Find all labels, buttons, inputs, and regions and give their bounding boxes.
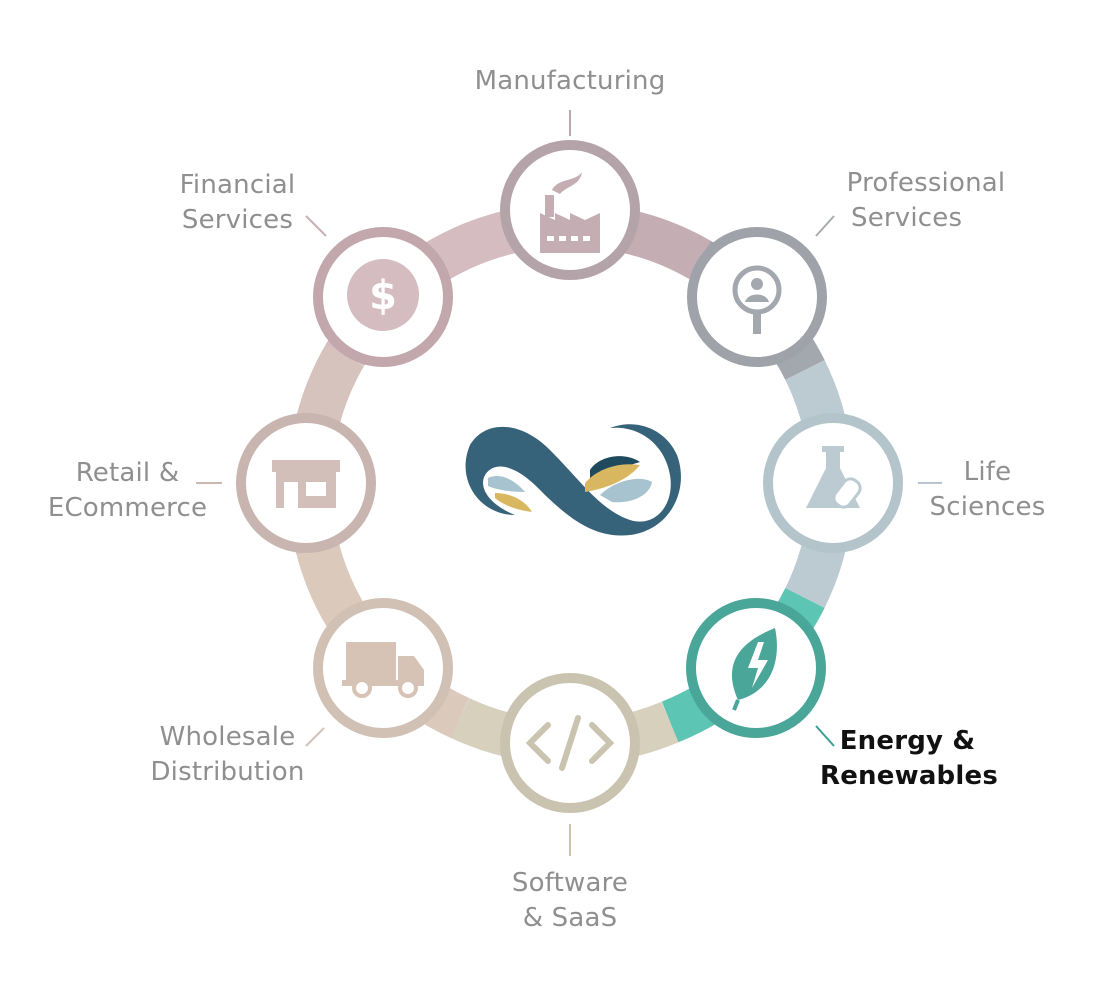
code-icon [525,715,615,771]
node-software[interactable] [500,673,640,813]
leaf-bolt-icon [731,628,777,711]
node-professional[interactable] [687,227,827,367]
label-wholesale: Wholesale Distribution [150,722,305,787]
connector-energy [815,725,835,747]
flask-icon [806,446,862,509]
label-software: Software & SaaS [511,868,629,933]
factory-icon [540,172,600,253]
center-logo [465,424,681,536]
node-wholesale[interactable] [313,598,453,738]
label-manufacturing: Manufacturing [474,66,666,96]
person-search-icon [732,265,782,334]
node-energy[interactable] [686,598,826,738]
node-manufacturing[interactable] [500,140,640,280]
label-retail: Retail & ECommerce [47,458,208,523]
connector-financial [305,215,327,237]
node-financial[interactable]: $ [313,227,453,367]
connector-professional [815,215,835,237]
node-retail[interactable] [236,413,376,553]
dollar-icon: $ [347,259,419,331]
storefront-icon [272,460,340,508]
svg-text:$: $ [369,273,397,319]
connector-lines [196,110,942,856]
truck-icon [342,642,424,698]
label-professional: Professional Services [846,168,1006,233]
label-life: Life Sciences [929,457,1046,522]
connector-wholesale [305,727,325,747]
label-financial: Financial Services [179,170,296,235]
label-energy: Energy & Renewables [820,726,998,791]
node-life[interactable] [763,413,903,553]
